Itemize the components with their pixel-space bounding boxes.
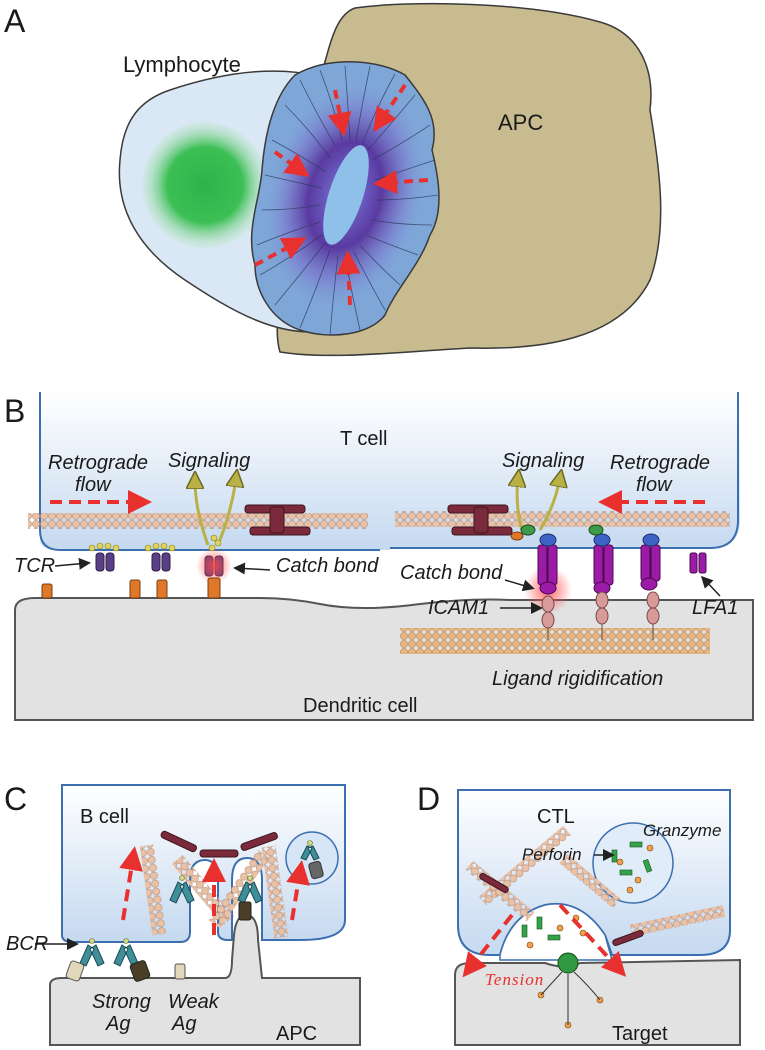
strong-antigen	[129, 960, 151, 982]
t-cell-body	[40, 392, 740, 550]
bcr-tails	[89, 840, 313, 944]
bcr-receptors	[79, 845, 320, 967]
retrograde-right-line2: flow	[636, 474, 673, 496]
apc-cell-c	[49, 913, 361, 1046]
myosin-right	[447, 504, 513, 536]
t-cell-label: T cell	[340, 428, 387, 450]
myosin-left	[244, 504, 311, 536]
ctl-label: CTL	[537, 806, 575, 828]
strong-antigen-anchor	[65, 960, 85, 982]
vinculin-green	[520, 524, 604, 536]
pulling-arrows-c	[119, 846, 310, 935]
panel-d: D	[417, 781, 741, 1046]
actin-filament-right	[395, 511, 730, 527]
icam1-ligands	[541, 591, 660, 629]
lfa1-label: LFA1	[692, 597, 738, 619]
tension-arrow-right	[558, 903, 627, 977]
pointer-arrows-b	[54, 557, 721, 614]
centripetal-arrows	[254, 83, 429, 306]
nucleus-green	[142, 122, 268, 248]
granzyme-entry-lines	[540, 971, 601, 1025]
dendritic-cell-label: Dendritic cell	[303, 695, 417, 717]
pulled-antigen	[238, 901, 252, 921]
signaling-arrows-right	[517, 478, 560, 531]
myosin-c	[160, 830, 278, 858]
tension-arrow-left	[462, 913, 514, 978]
retrograde-left-line1: Retrograde	[48, 452, 148, 474]
ligand-rigidification-label: Ligand rigidification	[492, 668, 663, 690]
weak-ag-line1: Weak	[168, 991, 220, 1013]
apc-label-a: APC	[498, 110, 543, 135]
retrograde-right-line1: Retrograde	[610, 452, 710, 474]
icam1-label: ICAM1	[428, 597, 489, 619]
panel-c: C	[4, 781, 361, 1046]
panel-a: A	[4, 2, 662, 357]
b-cell-label: B cell	[80, 806, 129, 828]
pmhc-ligands	[41, 577, 221, 599]
strong-ag-line1: Strong	[92, 991, 151, 1013]
target-cell-body	[454, 958, 741, 1046]
myosin-d	[479, 873, 644, 946]
lymphocyte-label: Lymphocyte	[123, 52, 241, 77]
target-label: Target	[612, 1023, 668, 1045]
signaling-left-label: Signaling	[168, 450, 250, 472]
catch-bond-left-label: Catch bond	[276, 555, 379, 577]
catch-bond-right-label: Catch bond	[400, 562, 503, 584]
panel-b: B	[4, 392, 754, 721]
bcr-label: BCR	[6, 933, 48, 955]
ligand-rigid-filament	[400, 628, 710, 654]
weak-antigen	[174, 963, 186, 980]
catch-bond-glow-left	[196, 548, 232, 584]
perforin-pore	[557, 952, 579, 974]
panel-letter-d: D	[417, 781, 440, 817]
granzyme-label: Granzyme	[643, 821, 721, 840]
actin-c	[139, 844, 289, 939]
t-cell-membrane	[39, 392, 739, 551]
strong-ag-line2: Ag	[105, 1013, 130, 1035]
talin-blue	[539, 533, 660, 547]
central-smac	[323, 145, 369, 245]
apc-label-c: APC	[276, 1023, 317, 1045]
panel-letter-b: B	[4, 393, 25, 429]
lytic-granule	[592, 822, 674, 904]
tension-label: Tension	[485, 970, 544, 989]
panel-letter-c: C	[4, 781, 27, 817]
signaling-right-label: Signaling	[502, 450, 584, 472]
perforin-label: Perforin	[522, 845, 582, 864]
perforin-dots	[526, 844, 654, 1029]
weak-ag-line2: Ag	[171, 1013, 196, 1035]
panel-letter-a: A	[4, 3, 26, 39]
tcr-label: TCR	[14, 555, 55, 577]
signaling-arrows-left	[195, 478, 236, 546]
retrograde-left-line2: flow	[75, 474, 112, 496]
icam1-tethers	[547, 624, 654, 640]
